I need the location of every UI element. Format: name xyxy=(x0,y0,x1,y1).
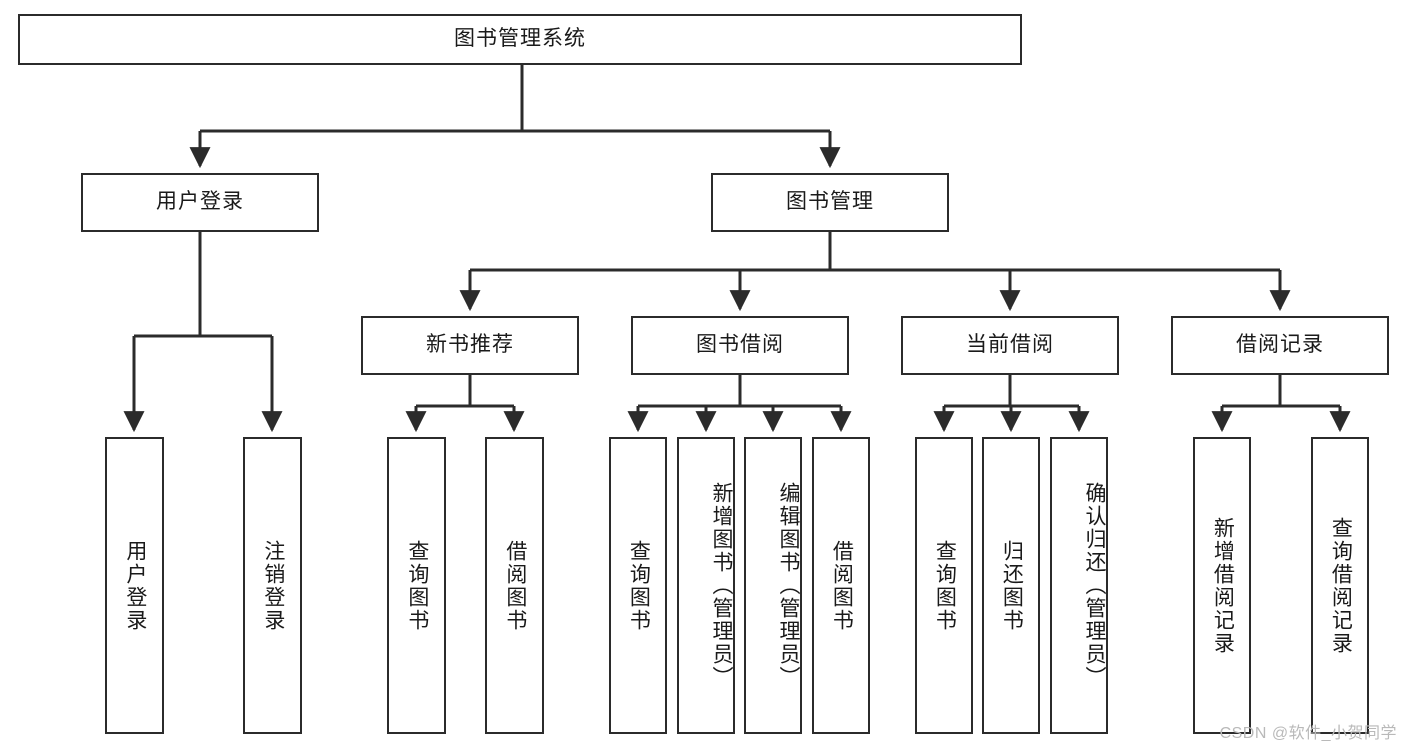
node-leaf-borrow-book-1-label: 借阅图书 xyxy=(503,539,527,632)
node-leaf-confirm-return[interactable]: 确认归还（管理员） xyxy=(1050,437,1108,734)
node-leaf-query-record[interactable]: 查询借阅记录 xyxy=(1311,437,1369,734)
node-book-borrow-label: 图书借阅 xyxy=(696,333,784,357)
node-leaf-borrow-book-2[interactable]: 借阅图书 xyxy=(812,437,870,734)
node-root-label: 图书管理系统 xyxy=(454,27,586,51)
node-leaf-add-record[interactable]: 新增借阅记录 xyxy=(1193,437,1251,734)
node-user-login-label: 用户登录 xyxy=(156,190,244,214)
node-leaf-logout[interactable]: 注销登录 xyxy=(243,437,302,734)
node-leaf-add-book[interactable]: 新增图书（管理员） xyxy=(677,437,735,734)
node-leaf-query-book-3[interactable]: 查询图书 xyxy=(915,437,973,734)
node-leaf-query-book-3-label: 查询图书 xyxy=(933,539,957,632)
node-book-manage-label: 图书管理 xyxy=(786,190,874,214)
node-leaf-borrow-book-1[interactable]: 借阅图书 xyxy=(485,437,544,734)
node-book-borrow[interactable]: 图书借阅 xyxy=(631,316,849,375)
connector-group-book-borrow xyxy=(627,375,852,433)
connector-group-current-borrow xyxy=(933,375,1090,433)
node-leaf-query-record-label: 查询借阅记录 xyxy=(1329,516,1353,655)
node-leaf-query-book-1[interactable]: 查询图书 xyxy=(387,437,446,734)
node-current-borrow[interactable]: 当前借阅 xyxy=(901,316,1119,375)
connector-group-root xyxy=(189,65,841,169)
node-current-borrow-label: 当前借阅 xyxy=(966,333,1054,357)
node-leaf-query-book-1-label: 查询图书 xyxy=(405,539,429,632)
connector-group-new-book-recommend xyxy=(405,375,525,433)
connector-group-user-login xyxy=(123,232,283,433)
node-leaf-edit-book[interactable]: 编辑图书（管理员） xyxy=(744,437,802,734)
node-root[interactable]: 图书管理系统 xyxy=(18,14,1022,65)
node-borrow-record-label: 借阅记录 xyxy=(1236,333,1324,357)
node-leaf-user-login[interactable]: 用户登录 xyxy=(105,437,164,734)
node-new-book-recommend-label: 新书推荐 xyxy=(426,333,514,357)
node-new-book-recommend[interactable]: 新书推荐 xyxy=(361,316,579,375)
node-leaf-return-book[interactable]: 归还图书 xyxy=(982,437,1040,734)
node-leaf-query-book-2[interactable]: 查询图书 xyxy=(609,437,667,734)
connector-group-borrow-record xyxy=(1211,375,1351,433)
node-leaf-edit-book-label: 编辑图书（管理员） xyxy=(777,482,800,689)
node-leaf-add-record-label: 新增借阅记录 xyxy=(1211,516,1235,655)
node-leaf-return-book-label: 归还图书 xyxy=(1000,539,1024,632)
node-leaf-logout-label: 注销登录 xyxy=(261,539,285,632)
node-leaf-borrow-book-2-label: 借阅图书 xyxy=(830,539,854,632)
node-leaf-user-login-label: 用户登录 xyxy=(123,539,147,632)
node-leaf-confirm-return-label: 确认归还（管理员） xyxy=(1083,482,1106,689)
node-book-manage[interactable]: 图书管理 xyxy=(711,173,949,232)
connector-group-book-manage xyxy=(459,232,1291,312)
watermark: CSDN @软件_小贺同学 xyxy=(1219,725,1397,742)
node-user-login[interactable]: 用户登录 xyxy=(81,173,319,232)
node-leaf-add-book-label: 新增图书（管理员） xyxy=(710,482,733,689)
node-leaf-query-book-2-label: 查询图书 xyxy=(627,539,651,632)
node-borrow-record[interactable]: 借阅记录 xyxy=(1171,316,1389,375)
